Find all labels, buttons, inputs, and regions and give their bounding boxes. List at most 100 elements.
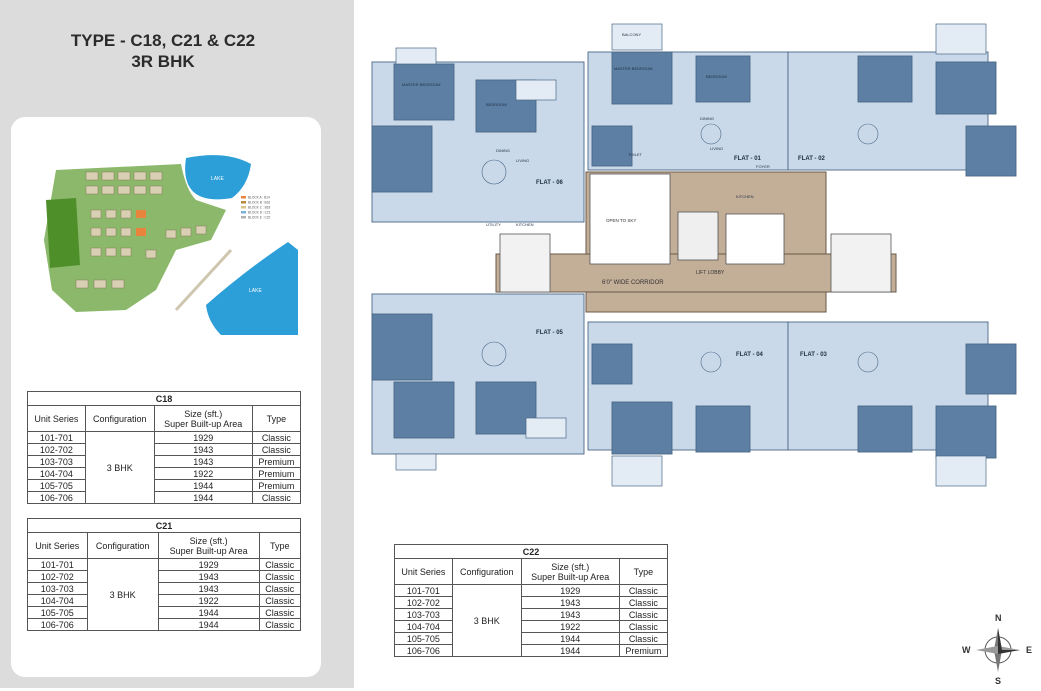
site-ground bbox=[44, 164, 226, 312]
size-cell: 1922 bbox=[153, 467, 253, 480]
room-label: UTILITY bbox=[486, 222, 501, 227]
title-line-2: 3R BHK bbox=[131, 52, 195, 71]
furniture bbox=[481, 123, 879, 373]
size-cell: 1944 bbox=[520, 644, 620, 657]
lake-top bbox=[185, 155, 251, 200]
type-cell: Classic bbox=[251, 443, 302, 456]
compass-icon bbox=[976, 628, 1020, 672]
unit-cell: 105-705 bbox=[394, 632, 453, 645]
site-plan-map: LAKE LAKE BLOCK A : B14 BLOCK B : B16 BL… bbox=[44, 155, 298, 335]
compass-west: W bbox=[962, 645, 971, 655]
type-cell: Premium bbox=[618, 644, 669, 657]
open-to-sky-label: OPEN TO SKY bbox=[606, 218, 636, 223]
stair-left bbox=[499, 233, 551, 293]
col-size: Size (sft.)Super Built-up Area bbox=[153, 405, 253, 432]
page-title: TYPE - C18, C21 & C22 3R BHK bbox=[0, 30, 326, 72]
site-legend: BLOCK A : B14 BLOCK B : B16 BLOCK C : B1… bbox=[241, 196, 271, 220]
unit-cell: 104-704 bbox=[27, 594, 88, 607]
unit-cell: 106-706 bbox=[394, 644, 453, 657]
configuration-cell: 3 BHK bbox=[451, 584, 522, 657]
flat-label: FLAT - 02 bbox=[798, 156, 826, 162]
room-label: LIVING bbox=[516, 158, 529, 163]
unit-cell: 102-702 bbox=[394, 596, 453, 609]
green-field bbox=[46, 198, 80, 268]
room-label: FOYER bbox=[756, 164, 770, 169]
configuration-cell: 3 BHK bbox=[84, 431, 155, 504]
size-cell: 1943 bbox=[153, 455, 253, 468]
type-cell: Classic bbox=[258, 570, 302, 583]
table-caption: C22 bbox=[394, 544, 668, 559]
size-cell: 1944 bbox=[520, 632, 620, 645]
highlight-blocks bbox=[136, 210, 146, 236]
size-cell: 1943 bbox=[520, 596, 620, 609]
legend-item: BLOCK A : B14 bbox=[248, 196, 270, 200]
room-label: BEDROOM bbox=[486, 102, 507, 107]
type-cell: Classic bbox=[618, 596, 669, 609]
type-cell: Classic bbox=[251, 491, 302, 504]
title-line-1: TYPE - C18, C21 & C22 bbox=[70, 31, 256, 50]
unit-table-c22: C22 Unit Series Configuration Size (sft.… bbox=[394, 544, 669, 657]
unit-cell: 103-703 bbox=[27, 455, 86, 468]
unit-cell: 102-702 bbox=[27, 570, 88, 583]
unit-cell: 102-702 bbox=[27, 443, 86, 456]
type-cell: Classic bbox=[258, 606, 302, 619]
legend-item: BLOCK C : B18 bbox=[248, 206, 271, 210]
size-cell: 1922 bbox=[157, 594, 260, 607]
type-cell: Classic bbox=[258, 558, 302, 571]
type-cell: Premium bbox=[251, 479, 302, 492]
unit-cell: 105-705 bbox=[27, 606, 88, 619]
unit-cell: 106-706 bbox=[27, 618, 88, 631]
unit-cell: 103-703 bbox=[27, 582, 88, 595]
compass-rose: N S E W bbox=[958, 610, 1034, 686]
unit-cell: 104-704 bbox=[394, 620, 453, 633]
room-label: DINING bbox=[700, 116, 714, 121]
size-cell: 1922 bbox=[520, 620, 620, 633]
unit-cell: 106-706 bbox=[27, 491, 86, 504]
type-cell: Classic bbox=[258, 582, 302, 595]
floor-plan: 6'0" WIDE CORRIDOR LIFT LOBBY OPEN TO SK… bbox=[371, 23, 1017, 487]
type-cell: Classic bbox=[258, 594, 302, 607]
size-cell: 1943 bbox=[520, 608, 620, 621]
type-cell: Classic bbox=[618, 632, 669, 645]
type-cell: Premium bbox=[251, 455, 302, 468]
unit-cell: 101-701 bbox=[27, 558, 88, 571]
compass-south: S bbox=[995, 676, 1002, 686]
flat-label: FLAT - 03 bbox=[800, 352, 828, 358]
size-cell: 1929 bbox=[157, 558, 260, 571]
type-cell: Classic bbox=[618, 620, 669, 633]
legend-item: BLOCK D : C21 bbox=[248, 211, 271, 215]
lift-lobby-label: LIFT LOBBY bbox=[696, 270, 725, 276]
configuration-cell: 3 BHK bbox=[86, 558, 159, 631]
room-label: MASTER BEDROOM bbox=[402, 82, 440, 87]
size-cell: 1943 bbox=[157, 582, 260, 595]
col-size: Size (sft.)Super Built-up Area bbox=[520, 558, 620, 585]
col-type: Type bbox=[251, 405, 302, 432]
col-configuration: Configuration bbox=[86, 532, 159, 559]
flat-rooms bbox=[371, 51, 1017, 459]
lake-label-top: LAKE bbox=[211, 176, 224, 182]
col-unit-series: Unit Series bbox=[27, 532, 88, 559]
balconies bbox=[395, 23, 987, 487]
flat-label: FLAT - 05 bbox=[536, 330, 564, 336]
unit-cell: 101-701 bbox=[394, 584, 453, 597]
open-to-sky-right bbox=[725, 213, 785, 265]
type-cell: Premium bbox=[251, 467, 302, 480]
size-cell: 1944 bbox=[153, 491, 253, 504]
compass-north: N bbox=[995, 613, 1002, 623]
col-size: Size (sft.)Super Built-up Area bbox=[157, 532, 260, 559]
size-cell: 1943 bbox=[157, 570, 260, 583]
building-blocks bbox=[75, 171, 207, 289]
room-label: LIVING bbox=[710, 146, 723, 151]
unit-cell: 104-704 bbox=[27, 467, 86, 480]
room-label: MASTER BEDROOM bbox=[614, 66, 652, 71]
lake-label-bottom: LAKE bbox=[249, 288, 262, 294]
room-label: BALCONY bbox=[622, 32, 641, 37]
size-cell: 1929 bbox=[153, 431, 253, 444]
unit-cell: 105-705 bbox=[27, 479, 86, 492]
lift-shaft bbox=[677, 211, 719, 261]
room-label: KITCHEN bbox=[736, 194, 754, 199]
unit-cell: 103-703 bbox=[394, 608, 453, 621]
size-cell: 1944 bbox=[153, 479, 253, 492]
compass-east: E bbox=[1026, 645, 1033, 655]
col-type: Type bbox=[258, 532, 302, 559]
